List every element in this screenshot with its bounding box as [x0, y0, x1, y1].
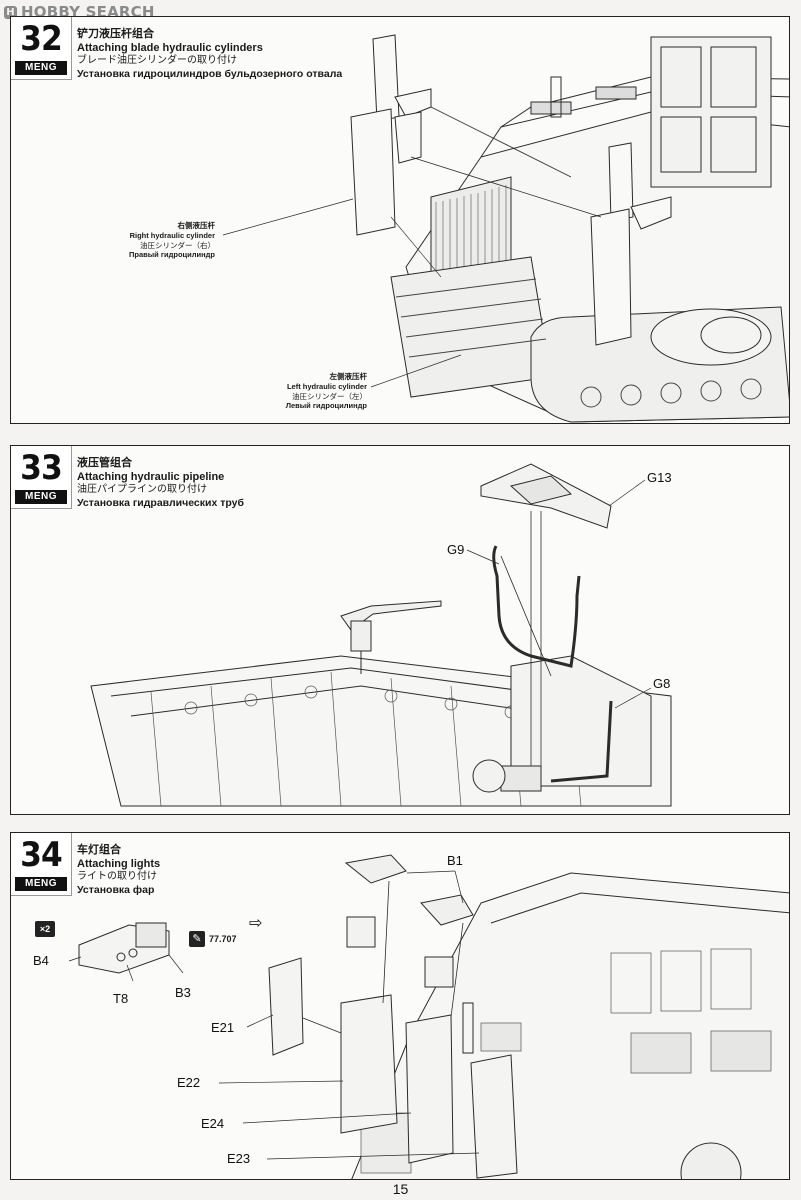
left-cylinder-ja: 油圧シリンダー（左） — [292, 391, 367, 401]
left-cylinder-ru: Левый гидроцилиндр — [285, 401, 367, 411]
step-32-title-ja: ブレード油圧シリンダーの取り付け — [77, 55, 237, 67]
step-34-title-ja: ライトの取り付け — [77, 871, 157, 883]
left-cylinder-en: Left hydraulic cylinder — [286, 381, 367, 391]
part-label-b3: B3 — [175, 985, 191, 1000]
step-32-titles: 铲刀液压杆组合 Attaching blade hydraulic cylind… — [77, 27, 342, 81]
paint-code: 77.707 — [209, 934, 237, 944]
right-cylinder-callout: 右侧液压杆 Right hydraulic cylinder 油圧シリンダー（右… — [129, 221, 215, 260]
left-cylinder-callout: 左侧液压杆 Left hydraulic cylinder 油圧シリンダー（左）… — [286, 372, 367, 411]
step-34-number: 34 — [20, 835, 63, 875]
step-32-brand-logo: MENG — [15, 61, 67, 75]
step-34-title-en: Attaching lights — [77, 858, 161, 871]
step-34-titles: 车灯组合 Attaching lights ライトの取り付け Установка… — [77, 843, 160, 897]
part-label-g8: G8 — [653, 676, 671, 691]
step-34-brand-logo: MENG — [15, 877, 67, 891]
part-label-e24: E24 — [201, 1116, 225, 1131]
step-32-drawing — [222, 34, 789, 423]
part-label-e21: E21 — [211, 1020, 235, 1035]
part-label-e22: E22 — [177, 1075, 201, 1090]
step-33-title-ja: 油圧パイプラインの取り付け — [77, 484, 207, 496]
direction-arrow-icon: ⇨ — [249, 915, 263, 932]
step-33-title-zh: 液压管组合 — [77, 456, 132, 469]
step-32-number: 32 — [20, 19, 63, 59]
paint-brush-icon: ✎ — [189, 931, 205, 947]
quantity-badge: ×2 — [35, 921, 55, 937]
step-33-panel: 33 MENG 液压管组合 Attaching hydraulic pipeli… — [10, 445, 790, 815]
step-32-title-ru: Установка гидроцилиндров бульдозерного о… — [77, 67, 343, 80]
step-32-badge: 32 MENG — [11, 17, 72, 80]
step-33-title-en: Attaching hydraulic pipeline — [77, 471, 225, 484]
step-34-badge: 34 MENG — [11, 833, 72, 896]
part-label-g9: G9 — [447, 542, 465, 557]
step-32-title-en: Attaching blade hydraulic cylinders — [77, 42, 263, 55]
step-34-title-ru: Установка фар — [77, 883, 155, 896]
left-cylinder-zh: 左侧液压杆 — [329, 372, 368, 381]
step-33-titles: 液压管组合 Attaching hydraulic pipeline 油圧パイプ… — [77, 456, 244, 510]
step-33-title-ru: Установка гидравлических труб — [77, 496, 244, 509]
step-33-number: 33 — [20, 448, 63, 488]
right-cylinder-ru: Правый гидроцилиндр — [129, 250, 215, 260]
step-33-brand-logo: MENG — [15, 490, 67, 504]
step-32-title-zh: 铲刀液压杆组合 — [77, 27, 154, 40]
step-34-panel: 34 MENG 车灯组合 Attaching lights ライトの取り付け У… — [10, 832, 790, 1180]
right-cylinder-ja: 油圧シリンダー（右） — [140, 240, 215, 250]
step-33-drawing — [90, 463, 672, 807]
page-number: 15 — [392, 1181, 409, 1197]
step-33-badge: 33 MENG — [11, 446, 72, 509]
part-label-g13: G13 — [647, 470, 672, 485]
part-label-b1: B1 — [447, 853, 463, 868]
right-cylinder-en: Right hydraulic cylinder — [129, 230, 215, 240]
part-label-t8: T8 — [113, 991, 129, 1006]
paint-callout: ✎ 77.707 — [189, 931, 237, 947]
part-label-b4: B4 — [33, 953, 49, 968]
step-34-drawing — [68, 854, 789, 1179]
right-cylinder-zh: 右侧液压杆 — [177, 221, 216, 230]
step-32-panel: 32 MENG 铲刀液压杆组合 Attaching blade hydrauli… — [10, 16, 790, 424]
part-label-e23: E23 — [227, 1151, 251, 1166]
step-34-title-zh: 车灯组合 — [77, 843, 121, 856]
watermark-logo-icon: H — [4, 5, 17, 19]
